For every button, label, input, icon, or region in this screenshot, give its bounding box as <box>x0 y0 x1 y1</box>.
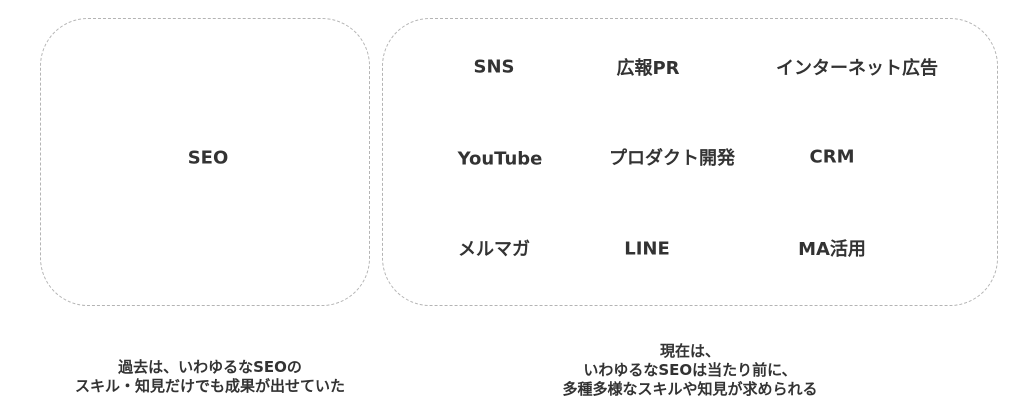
current-caption-line-2: いわゆるなSEOは当たり前に、 <box>583 361 797 379</box>
past-caption: 過去は、いわゆるなSEOの スキル・知見だけでも成果が出せていた <box>75 358 345 396</box>
past-caption-line-2: スキル・知見だけでも成果が出せていた <box>74 377 346 395</box>
current-skills-box <box>382 18 998 306</box>
past-seo-box <box>40 18 370 306</box>
skill-item-line: LINE <box>624 238 670 260</box>
skill-item-sns: SNS <box>473 56 515 78</box>
skill-item-internet-ads: インターネット広告 <box>776 58 938 79</box>
current-caption-line-1: 現在は、 <box>659 342 721 360</box>
skill-item-youtube: YouTube <box>457 148 543 170</box>
current-caption: 現在は、 いわゆるなSEOは当たり前に、 多種多様なスキルや知見が求められる <box>562 342 817 399</box>
skill-item-ma: MA活用 <box>798 239 866 260</box>
skill-item-mail-magazine: メルマガ <box>458 239 530 260</box>
skill-item-product-dev: プロダクト開発 <box>609 148 735 169</box>
seo-label: SEO <box>187 147 229 169</box>
skill-item-pr: 広報PR <box>616 58 680 79</box>
past-caption-line-1: 過去は、いわゆるなSEOの <box>118 358 302 376</box>
current-caption-line-3: 多種多様なスキルや知見が求められる <box>562 380 818 398</box>
skill-item-crm: CRM <box>809 146 855 168</box>
